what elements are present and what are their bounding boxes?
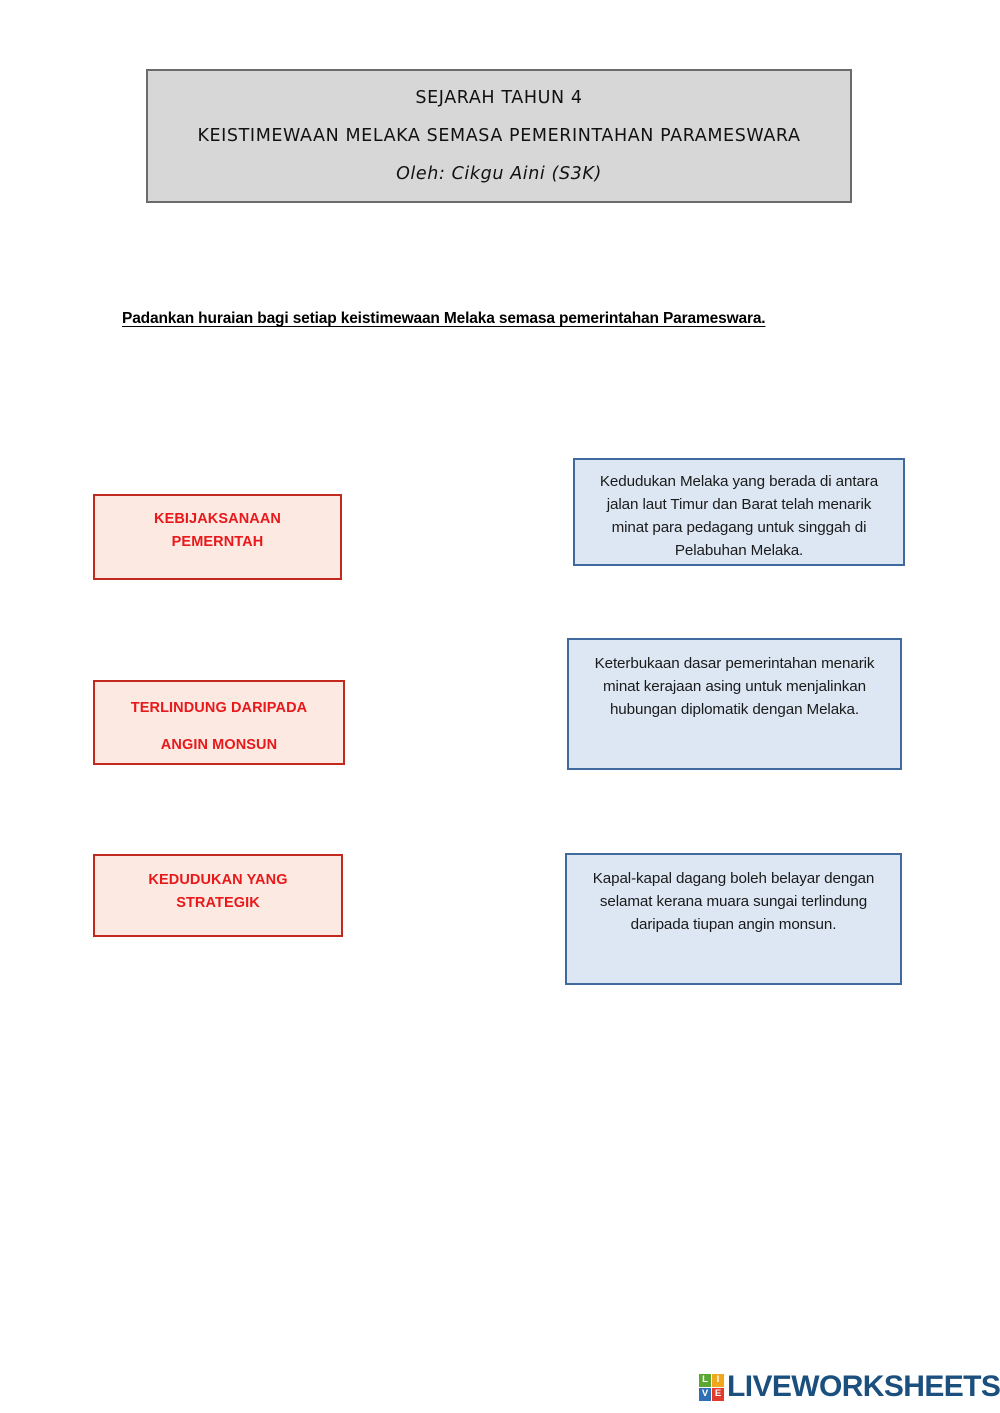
description-text: Keterbukaan dasar pemerintahan menarik m… (594, 655, 875, 719)
title-topic: KEISTIMEWAAN MELAKA SEMASA PEMERINTAHAN … (197, 125, 801, 146)
term-box-kebijaksanaan-pemerntah[interactable]: KEBIJAKSANAAN PEMERNTAH (93, 494, 342, 580)
logo-wordmark: LIVEWORKSHEETS (727, 1370, 1000, 1403)
term-label: KEBIJAKSANAAN PEMERNTAH (154, 511, 281, 551)
term-line-1: KEBIJAKSANAAN (154, 511, 281, 527)
term-box-kedudukan-yang-strategik[interactable]: KEDUDUKAN YANG STRATEGIK (93, 854, 343, 937)
logo-tile-i: I (712, 1373, 724, 1387)
instruction-text: Padankan huraian bagi setiap keistimewaa… (122, 310, 766, 327)
description-text: Kedudukan Melaka yang berada di antara j… (599, 473, 879, 560)
logo-tiles-icon: L I V E (699, 1373, 724, 1401)
term-label: KEDUDUKAN YANG STRATEGIK (148, 872, 288, 912)
title-author: Oleh: Cikgu Aini (S3K) (396, 164, 602, 185)
term-line-2: STRATEGIK (176, 895, 260, 912)
liveworksheets-logo: L I V E LIVEWORKSHEETS (699, 1368, 1000, 1406)
logo-tile-v: V (699, 1387, 711, 1401)
description-text: Kapal-kapal dagang boleh belayar dengan … (592, 870, 875, 934)
term-line-1: TERLINDUNG DARIPADA (130, 700, 308, 716)
term-label: TERLINDUNG DARIPADA ANGIN MONSUN (130, 700, 308, 754)
worksheet-title-box: SEJARAH TAHUN 4 KEISTIMEWAAN MELAKA SEMA… (146, 69, 852, 203)
title-subject: SEJARAH TAHUN 4 (415, 87, 583, 108)
term-box-terlindung-daripada-angin-monsun[interactable]: TERLINDUNG DARIPADA ANGIN MONSUN (93, 680, 345, 765)
term-line-1: KEDUDUKAN YANG (148, 872, 288, 888)
term-line-2: PEMERNTAH (171, 534, 264, 551)
logo-tile-l: L (699, 1373, 711, 1387)
description-box-2[interactable]: Keterbukaan dasar pemerintahan menarik m… (567, 638, 902, 770)
description-box-1[interactable]: Kedudukan Melaka yang berada di antara j… (573, 458, 905, 566)
description-box-3[interactable]: Kapal-kapal dagang boleh belayar dengan … (565, 853, 902, 985)
logo-tile-e: E (712, 1387, 724, 1401)
term-line-2: ANGIN MONSUN (160, 737, 278, 754)
